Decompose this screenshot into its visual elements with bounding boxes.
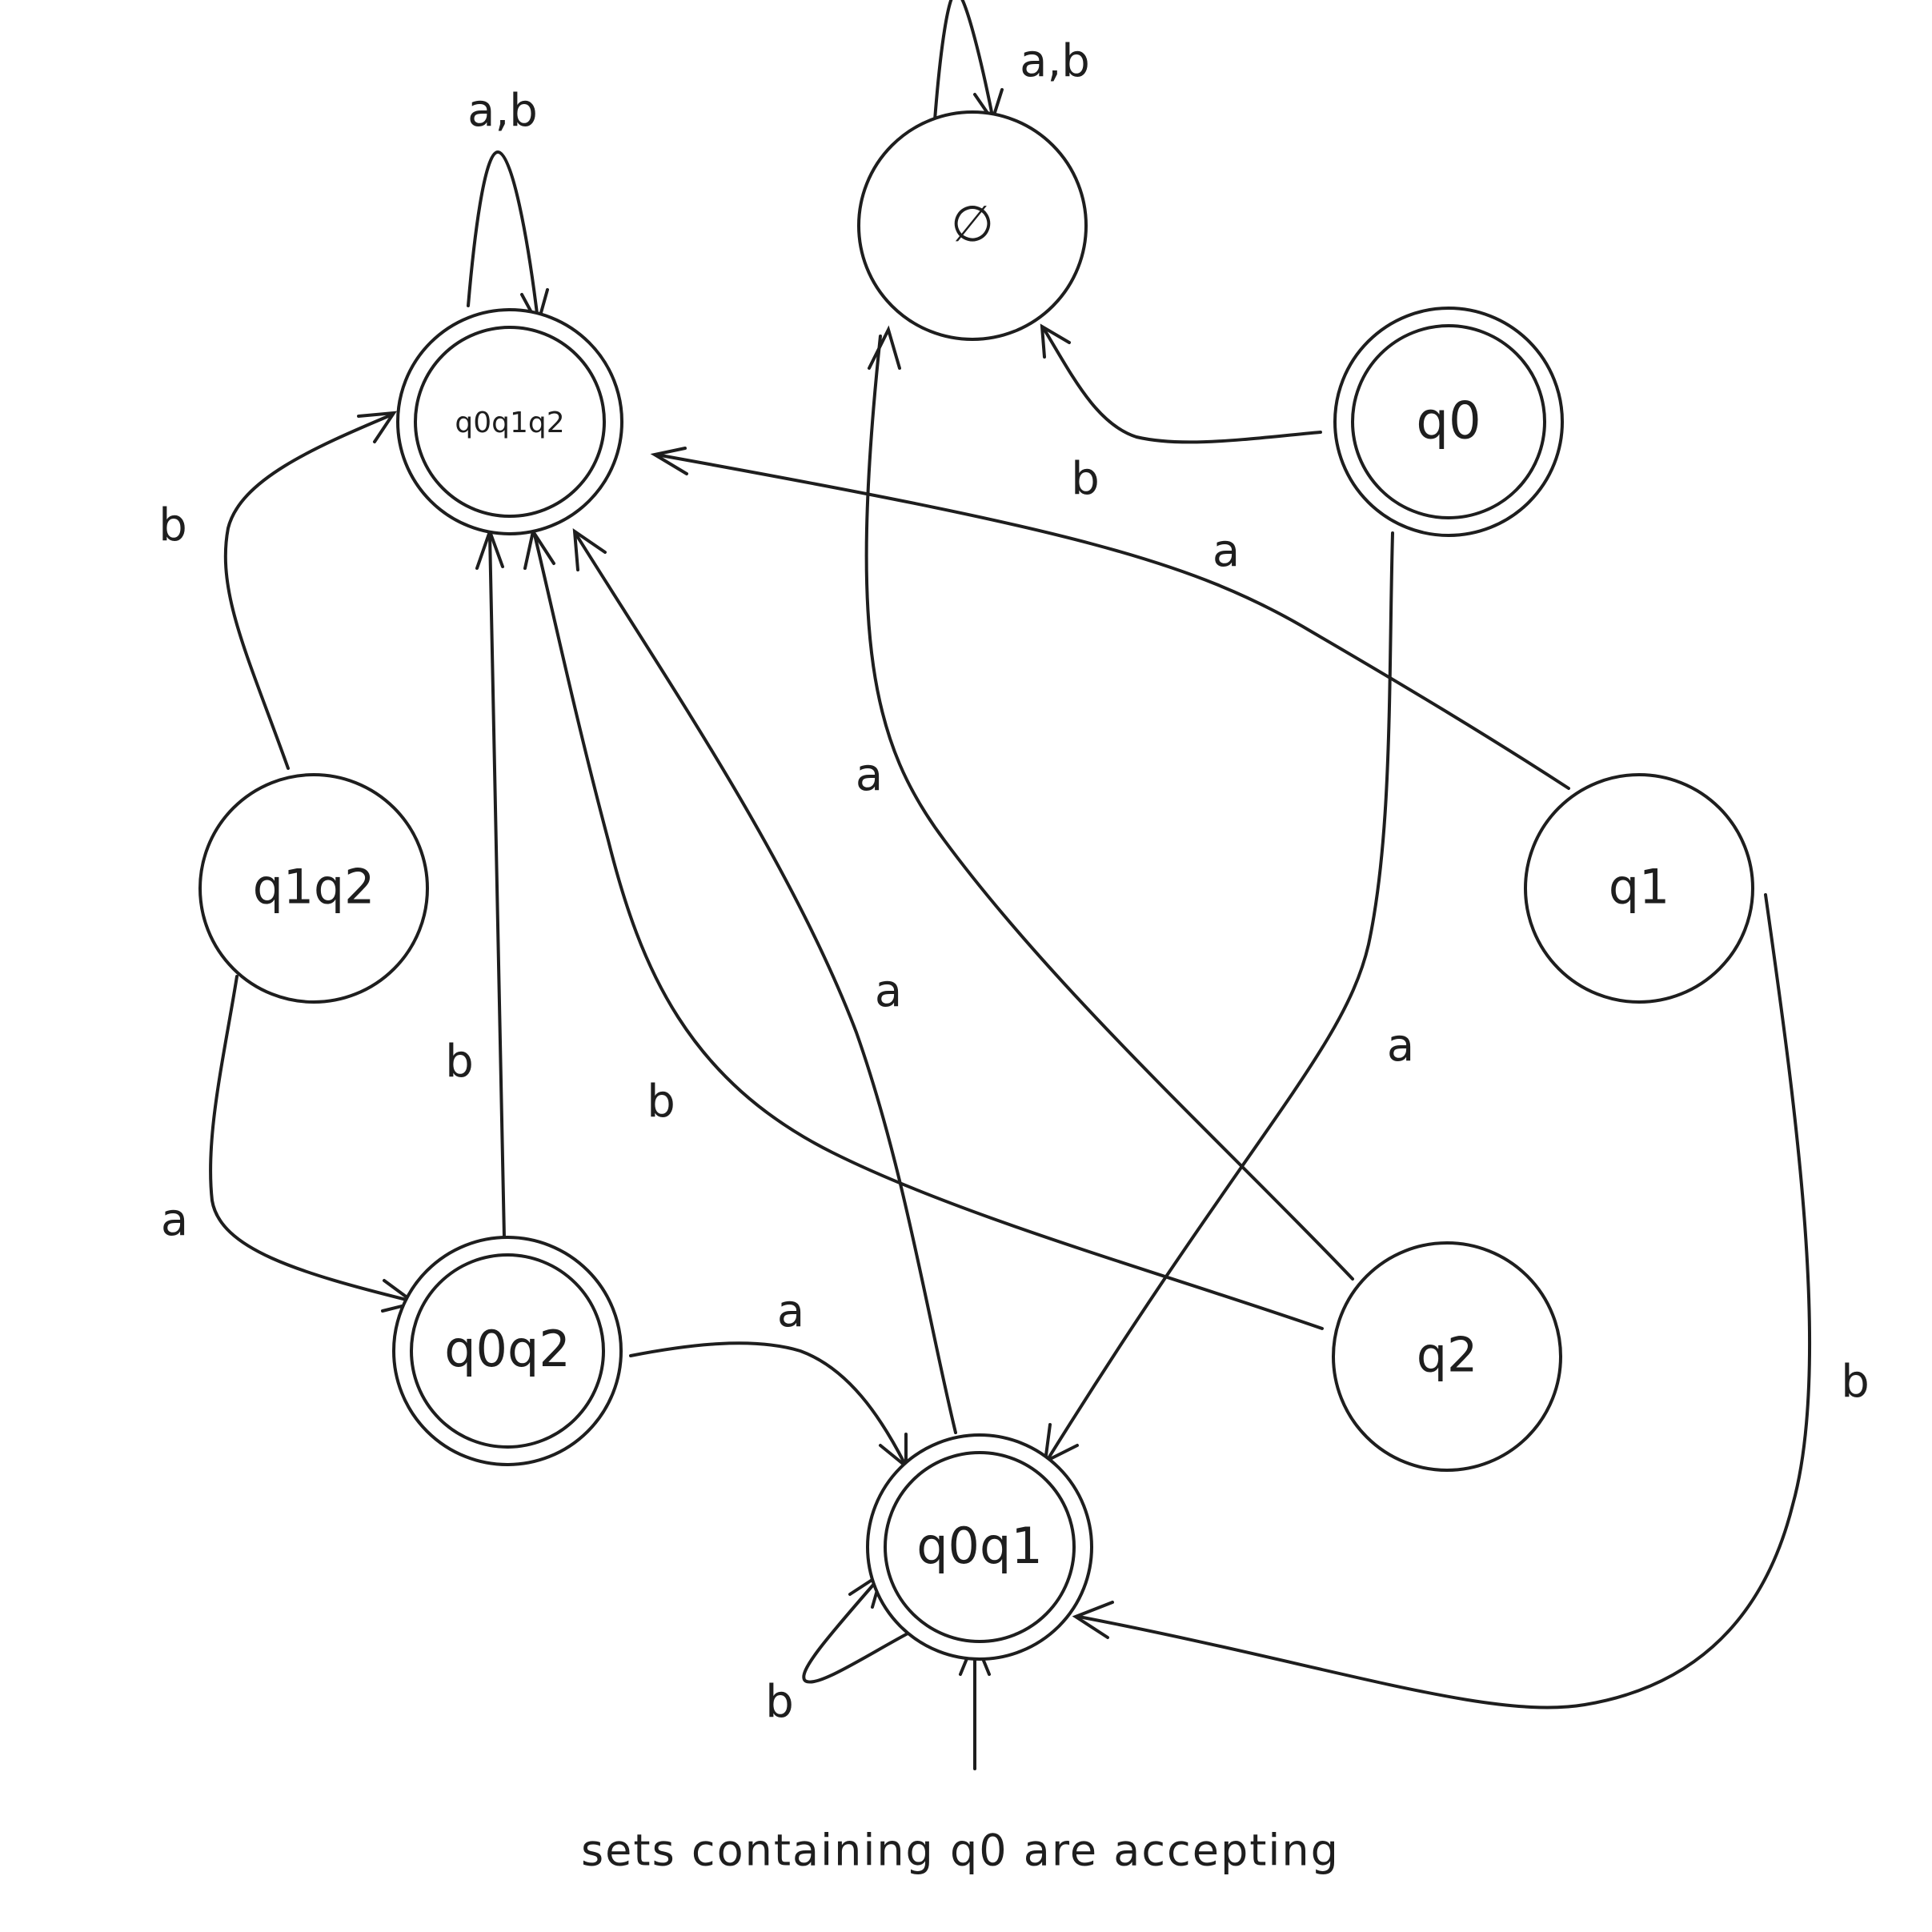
- state-q0[interactable]: q0: [1333, 307, 1564, 537]
- edge-label-q1-to-q0q1: b: [1841, 1356, 1870, 1408]
- state-q1q2[interactable]: q1q2: [198, 773, 429, 1004]
- state-label-q0q1q2: q0q1q2: [455, 407, 564, 439]
- edge-labels: a,b a,b b a b a a b b a a a b b: [158, 35, 1870, 1728]
- edge-label-q2-to-q0q1q2: b: [647, 1076, 675, 1128]
- accepting-ring: [410, 1253, 605, 1449]
- arrowhead-q0-to-empty: [1040, 323, 1071, 359]
- edge-label-q2-to-empty: a: [856, 749, 883, 801]
- accepting-ring: [1351, 324, 1546, 519]
- state-q1[interactable]: q1: [1524, 773, 1754, 1004]
- edge-empty-self-loop: [933, 0, 994, 122]
- edge-q0-to-empty: [1043, 328, 1322, 444]
- edges: [209, 0, 1812, 1770]
- state-label-empty: ∅: [951, 194, 994, 253]
- edge-q0q2-to-q0q1q2: [488, 533, 506, 1239]
- edge-q1-to-q0q1: [1077, 893, 1812, 1710]
- edge-label-q0q2-to-q0q1q2: b: [445, 1036, 474, 1088]
- state-q0q1[interactable]: q0q1: [866, 1433, 1093, 1661]
- edge-q1q2-to-q0q1q2: [223, 413, 394, 770]
- states: ∅ q0q1q2 q0 q1q2 q1 q0q2 q2: [198, 110, 1754, 1661]
- arrowhead-q2-to-empty: [868, 325, 901, 370]
- state-q0q1q2[interactable]: q0q1q2: [396, 308, 623, 535]
- arrowhead-q1-to-q0q1: [1072, 1601, 1114, 1639]
- state-q0q2[interactable]: q0q2: [392, 1236, 623, 1466]
- state-label-q0q1: q0q1: [916, 1517, 1043, 1575]
- state-q2[interactable]: q2: [1332, 1241, 1562, 1472]
- state-label-q1q2: q1q2: [253, 860, 375, 916]
- edge-label-q0-to-q0q1: a: [1387, 1020, 1414, 1072]
- accepting-ring: [884, 1451, 1076, 1643]
- arrowhead-q1q2-to-q0q1q2: [357, 411, 397, 443]
- edge-q0-to-q0q1: [1047, 531, 1394, 1460]
- edge-label-q0q1q2-self: a,b: [467, 85, 538, 137]
- edge-label-q0q2-to-q0q1: a: [777, 1285, 804, 1337]
- edge-q0q2-to-q0q1: [629, 1341, 906, 1465]
- edge-label-q0q1-to-q0q1q2: a: [875, 965, 902, 1017]
- arrowhead-q0q1-to-q0q1q2: [572, 527, 607, 571]
- edge-q2-to-q0q1q2: [533, 533, 1324, 1330]
- state-label-q2: q2: [1417, 1328, 1477, 1384]
- state-label-q0: q0: [1416, 392, 1481, 451]
- edge-q1q2-to-q0q2: [209, 975, 415, 1303]
- edge-label-q0q1-self: b: [765, 1676, 794, 1728]
- edge-q0q1-self-loop: [802, 1575, 911, 1684]
- accepting-ring: [414, 326, 606, 518]
- edge-label-q1q2-to-q0q1q2: b: [158, 499, 187, 551]
- state-label-q0q2: q0q2: [444, 1320, 571, 1378]
- edge-label-q1q2-to-q0q2: a: [161, 1194, 188, 1246]
- edge-q1-to-q0q1q2: [655, 453, 1570, 790]
- arrowhead-q1-to-q0q1q2: [650, 447, 688, 475]
- edge-q0q1q2-self-loop: [467, 150, 539, 322]
- arrowhead-q0q2-to-q0q1: [879, 1433, 908, 1470]
- caption: sets containing q0 are accepting: [581, 1826, 1340, 1876]
- state-empty[interactable]: ∅: [857, 110, 1088, 341]
- edge-label-empty-self: a,b: [1020, 35, 1090, 87]
- edge-q2-to-empty: [864, 335, 1354, 1281]
- edge-q0q1-to-q0q1q2: [575, 533, 957, 1434]
- edge-label-q0-to-empty: b: [1071, 453, 1100, 505]
- edge-label-q1-to-q0q1q2: a: [1213, 525, 1240, 577]
- state-label-q1: q1: [1609, 860, 1669, 916]
